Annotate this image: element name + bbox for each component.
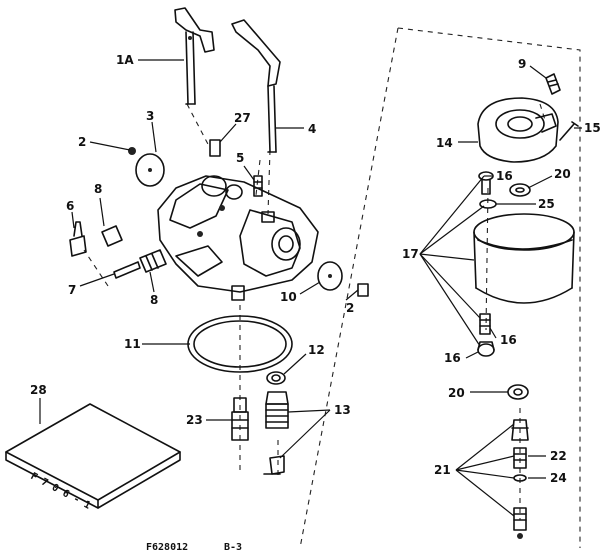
label-4: 4 bbox=[308, 122, 316, 136]
label-28: 28 bbox=[30, 383, 47, 397]
part-20-upper-washer bbox=[509, 183, 531, 197]
label-16-upper: 16 bbox=[496, 169, 513, 183]
label-8-lower: 8 bbox=[150, 293, 158, 307]
label-13: 13 bbox=[334, 403, 351, 417]
part-28-air-filter: F 7 0 6 - 1 bbox=[5, 403, 181, 512]
footer: F628012 B-3 bbox=[146, 542, 242, 553]
label-1a: 1A bbox=[116, 53, 134, 67]
part-3-throttle-plate bbox=[135, 153, 165, 187]
label-22: 22 bbox=[550, 449, 567, 463]
label-5: 5 bbox=[236, 151, 244, 165]
page-number: B-3 bbox=[224, 542, 242, 553]
part-22-jet bbox=[513, 447, 527, 469]
part-11-bowl-gasket bbox=[187, 315, 293, 373]
part-14-float bbox=[477, 97, 559, 163]
label-10: 10 bbox=[280, 290, 297, 304]
label-24: 24 bbox=[550, 471, 567, 485]
part-2-lower-screw bbox=[357, 283, 369, 297]
drawing-code: F628012 bbox=[146, 542, 188, 553]
label-20-upper: 20 bbox=[554, 167, 571, 181]
part-1a-throttle-shaft bbox=[174, 7, 215, 105]
label-20-lower: 20 bbox=[448, 386, 465, 400]
label-15: 15 bbox=[584, 121, 601, 135]
part-labels: 1A 2 3 27 4 5 8 6 7 8 10 2 11 12 23 13 2… bbox=[30, 53, 601, 485]
part-12-washer bbox=[266, 371, 286, 385]
alignment-dashed-lines bbox=[83, 103, 546, 520]
label-7: 7 bbox=[68, 283, 76, 297]
part-2-upper-screw bbox=[128, 147, 136, 155]
part-8-upper-plug bbox=[101, 225, 123, 247]
part-20-lower-washer bbox=[507, 384, 529, 400]
label-12: 12 bbox=[308, 343, 325, 357]
label-21: 21 bbox=[434, 463, 451, 477]
label-23: 23 bbox=[186, 413, 203, 427]
label-17: 17 bbox=[402, 247, 419, 261]
label-8-upper: 8 bbox=[94, 182, 102, 196]
leader-lines bbox=[39, 59, 582, 517]
label-2-lower: 2 bbox=[346, 301, 354, 315]
part-9-spring bbox=[545, 73, 561, 95]
label-11: 11 bbox=[124, 337, 141, 351]
part-5-spring-screw bbox=[253, 175, 263, 197]
part-17-fuel-bowl bbox=[473, 213, 575, 304]
label-25: 25 bbox=[538, 197, 555, 211]
part-21-top-fitting bbox=[511, 419, 529, 441]
part-16-middle-screw bbox=[479, 313, 491, 335]
label-2-upper: 2 bbox=[78, 135, 86, 149]
part-15-float-pin bbox=[559, 121, 579, 141]
label-9: 9 bbox=[518, 57, 526, 71]
part-10-choke-plate bbox=[317, 261, 343, 291]
label-16-middle: 16 bbox=[500, 333, 517, 347]
label-6: 6 bbox=[66, 199, 74, 213]
label-14: 14 bbox=[436, 136, 453, 150]
part-6-screw bbox=[69, 221, 87, 257]
part-16-upper-screw bbox=[478, 171, 494, 195]
part-7-needle-valve bbox=[113, 261, 141, 279]
carburetor-body bbox=[157, 175, 319, 301]
part-4-choke-shaft bbox=[231, 19, 281, 153]
label-3: 3 bbox=[146, 109, 154, 123]
part-27-idle-screw bbox=[209, 139, 221, 157]
part-13-bowl-nut bbox=[263, 391, 289, 475]
label-16-lower: 16 bbox=[444, 351, 461, 365]
part-23-main-jet bbox=[231, 397, 249, 441]
part-16-lower-screw bbox=[477, 341, 495, 357]
label-27: 27 bbox=[234, 111, 251, 125]
part-8-lower-spring bbox=[139, 249, 167, 273]
part-21-bottom-fitting bbox=[513, 507, 527, 539]
assembly-separator-lines bbox=[299, 27, 581, 549]
